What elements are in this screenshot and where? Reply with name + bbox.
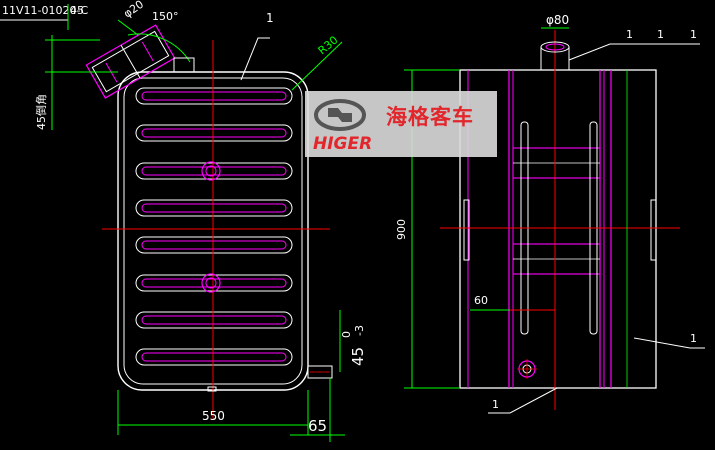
side-view: φ80 900 60 1 1 1 1 1 — [395, 13, 705, 414]
rib-inner-7 — [141, 315, 287, 325]
rib-4 — [135, 199, 293, 217]
tol-lower: -3 — [353, 325, 366, 336]
dim-top-45: 45 — [70, 4, 84, 17]
dim-60-label: 60 — [474, 294, 488, 307]
leader-line-top-left — [240, 37, 270, 81]
rib-inner-6 — [141, 278, 287, 288]
side-filler-neck — [540, 41, 570, 70]
rib-7 — [135, 311, 293, 329]
leader-mark-top-left: 1 — [266, 11, 274, 25]
boss-upper — [201, 161, 221, 181]
rib-5 — [135, 236, 293, 254]
part-number: 11V11-01020-C — [2, 4, 88, 17]
angle-150: 150° — [152, 10, 179, 23]
phi-80-label: φ80 — [546, 13, 569, 27]
side-drain — [517, 359, 537, 379]
cap-arc — [127, 33, 191, 63]
rib-inner-5 — [141, 240, 287, 250]
front-view: 1 R30 11V11-01020-C 45 φ20 150° 45倒角 550… — [0, 0, 367, 442]
width-550-label: 550 — [202, 409, 225, 423]
brand-name-en: HIGER — [313, 134, 372, 154]
offset-65-label: 65 — [308, 417, 327, 435]
leader-mark-bottom: 1 — [492, 398, 499, 411]
tank-ribs — [135, 87, 293, 366]
bottom-nub — [207, 386, 217, 392]
leader-top-right — [568, 43, 700, 61]
leader-mark-right: 1 — [690, 332, 697, 345]
tol-upper: 0 — [340, 331, 353, 338]
rib-8 — [135, 348, 293, 366]
radius-r30-label: R30 — [316, 33, 341, 57]
dim-phi-line — [117, 19, 139, 36]
boss-lower — [201, 273, 221, 293]
filler-neck — [85, 24, 176, 99]
leader-bottom — [488, 387, 558, 414]
side-note-45: 45倒角 — [35, 94, 48, 130]
rib-inner-3 — [141, 166, 287, 176]
slot-edge-left — [463, 199, 470, 261]
rib-inner-4 — [141, 203, 287, 213]
slot-edge-right — [650, 199, 657, 261]
cap-bracket — [173, 57, 195, 73]
brand-watermark: 海格客车 HIGER — [305, 91, 497, 157]
rib-inner-2 — [141, 128, 287, 138]
higer-logo-icon — [314, 99, 366, 131]
dim-phi-20: φ20 — [121, 0, 146, 20]
leader-mark-top-right-1: 1 — [626, 28, 633, 41]
brand-name-cn: 海格客车 — [386, 105, 474, 129]
leader-right — [633, 337, 705, 349]
r30-leader — [291, 41, 343, 91]
leader-mark-top-right-3: 1 — [690, 28, 697, 41]
tol-45: 45 — [349, 347, 367, 366]
drain-outlet — [307, 365, 333, 379]
rib-1 — [135, 87, 293, 105]
rib-3 — [135, 162, 293, 180]
leader-mark-top-right-2: 1 — [657, 28, 664, 41]
height-900-label: 900 — [395, 219, 408, 240]
rib-6 — [135, 274, 293, 292]
rib-2 — [135, 124, 293, 142]
rib-inner-1 — [141, 91, 287, 101]
rib-inner-8 — [141, 352, 287, 362]
